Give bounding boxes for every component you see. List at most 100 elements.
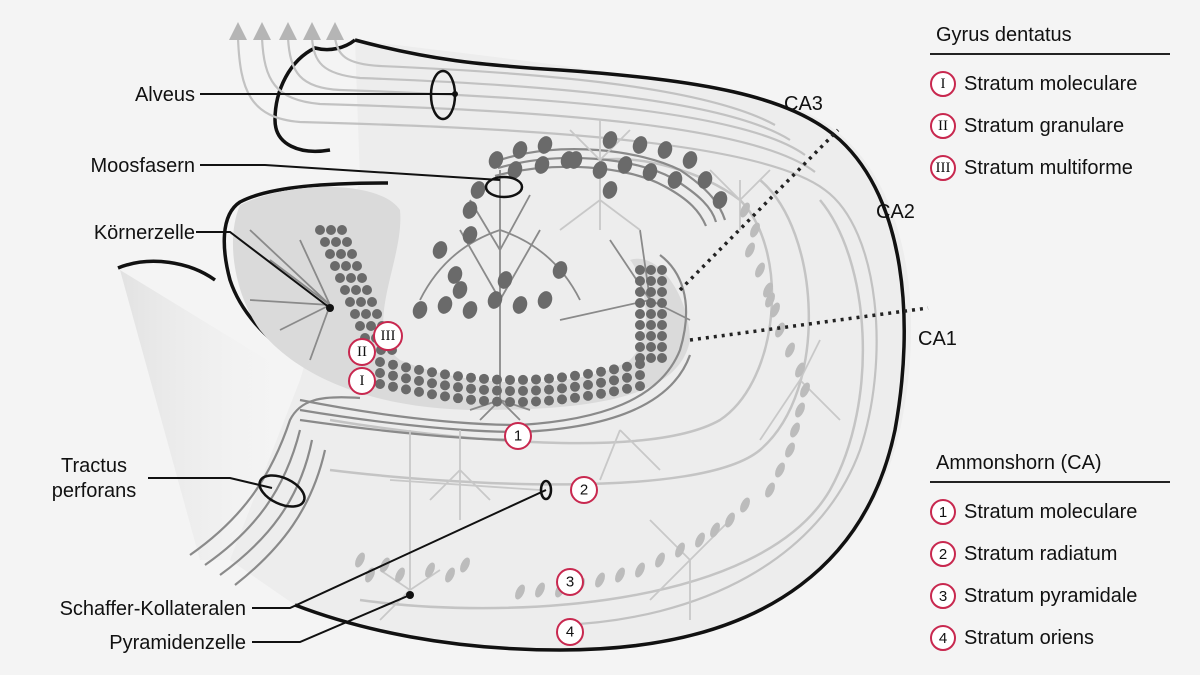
pyramidal-cell bbox=[512, 141, 528, 159]
granule-cell bbox=[336, 249, 346, 259]
granule-cell bbox=[367, 297, 377, 307]
granule-cell bbox=[635, 309, 645, 319]
legend-item-stratum-moleculare-ca: 1 Stratum moleculare bbox=[930, 491, 1170, 533]
granule-cell bbox=[635, 342, 645, 352]
granule-cell bbox=[531, 396, 541, 407]
granule-cell bbox=[596, 388, 606, 399]
granule-cell bbox=[635, 353, 645, 363]
pyramidal-cell bbox=[512, 296, 528, 314]
marker-I: I bbox=[348, 367, 376, 395]
granule-cell bbox=[505, 385, 515, 396]
pyramidal-cell bbox=[800, 382, 810, 398]
pyramidal-cell bbox=[745, 242, 755, 258]
granule-cell bbox=[340, 285, 350, 295]
legend-text: Stratum oriens bbox=[964, 626, 1095, 649]
granule-cell bbox=[352, 261, 362, 271]
legend-item-stratum-pyramidale: 3 Stratum pyramidale bbox=[930, 575, 1170, 617]
pyramidal-cell bbox=[642, 163, 658, 181]
marker-3: 3 bbox=[556, 568, 584, 596]
pyramidal-cell-layer bbox=[412, 131, 728, 319]
marker-4: 4 bbox=[556, 618, 584, 646]
pyramidal-cell bbox=[462, 301, 478, 319]
granule-cell bbox=[337, 225, 347, 235]
pyramidal-cell bbox=[535, 582, 545, 598]
granule-cell bbox=[351, 285, 361, 295]
granule-cell bbox=[466, 372, 476, 383]
leader-lines bbox=[148, 93, 547, 643]
granule-cell bbox=[518, 374, 528, 385]
granule-cell bbox=[505, 374, 515, 385]
label-schaffer: Schaffer-Kollateralen bbox=[60, 598, 246, 620]
pyramidal-cell bbox=[657, 141, 673, 159]
label-ca3: CA3 bbox=[784, 93, 823, 115]
pyramidal-cell bbox=[750, 222, 760, 238]
marker-II: II bbox=[348, 338, 376, 366]
pyramidal-cell bbox=[537, 291, 553, 309]
granule-cell bbox=[414, 375, 424, 386]
pyramidal-cell bbox=[712, 191, 728, 209]
legend-item-stratum-multiforme: III Stratum multiforme bbox=[930, 147, 1170, 189]
granule-cell bbox=[646, 342, 656, 352]
pyramidal-cell bbox=[437, 296, 453, 314]
svg-text:1: 1 bbox=[514, 428, 522, 445]
granule-cell bbox=[570, 392, 580, 403]
granule-cell bbox=[325, 249, 335, 259]
legend-marker-4: 4 bbox=[930, 625, 956, 651]
granule-cell bbox=[570, 370, 580, 381]
granule-cell bbox=[492, 385, 502, 396]
svg-text:2: 2 bbox=[580, 482, 588, 499]
legend-marker-3: 3 bbox=[930, 583, 956, 609]
legend-ammonshorn-title: Ammonshorn (CA) bbox=[930, 452, 1170, 483]
legend-ammonshorn: Ammonshorn (CA) 1 Stratum moleculare 2 S… bbox=[930, 452, 1170, 659]
ca1-pyramidal-cells bbox=[355, 202, 810, 600]
granule-cell bbox=[347, 249, 357, 259]
pyramidal-cell bbox=[765, 482, 775, 498]
svg-text:III: III bbox=[381, 328, 396, 344]
granule-cell bbox=[453, 393, 463, 404]
pyramidal-cell bbox=[790, 422, 800, 438]
pyramidal-cell bbox=[740, 497, 750, 513]
granule-cell bbox=[375, 379, 385, 389]
label-alveus: Alveus bbox=[135, 84, 195, 106]
granule-cell bbox=[657, 276, 667, 286]
granule-cell bbox=[440, 391, 450, 402]
granule-cell bbox=[345, 297, 355, 307]
pyramidal-cell bbox=[432, 241, 448, 259]
granule-cell bbox=[401, 373, 411, 384]
alveus-arrowheads bbox=[229, 22, 344, 40]
label-tractus-line2: perforans bbox=[52, 480, 137, 502]
granule-cell bbox=[366, 321, 376, 331]
legend-item-stratum-moleculare-dg: I Stratum moleculare bbox=[930, 63, 1170, 105]
granule-cell bbox=[609, 375, 619, 386]
legend-item-stratum-granulare: II Stratum granulare bbox=[930, 105, 1170, 147]
granule-cell bbox=[583, 379, 593, 390]
pyramidal-cell bbox=[602, 181, 618, 199]
granule-cell bbox=[609, 364, 619, 375]
pyramidal-cell bbox=[497, 271, 513, 289]
pyramidal-cell bbox=[775, 462, 785, 478]
schaffer-marker-ellipse bbox=[539, 479, 553, 501]
legend-text: Stratum moleculare bbox=[964, 72, 1138, 95]
legend-marker-II: II bbox=[930, 113, 956, 139]
pyramidal-cell bbox=[515, 584, 525, 600]
granule-cell bbox=[375, 357, 385, 367]
legend-marker-2: 2 bbox=[930, 541, 956, 567]
granule-cell bbox=[570, 381, 580, 392]
pyramidal-cell bbox=[632, 136, 648, 154]
granule-cell bbox=[375, 368, 385, 378]
pyramidal-cell bbox=[488, 151, 504, 169]
pyramidal-cell bbox=[697, 171, 713, 189]
granule-cell bbox=[453, 371, 463, 382]
granule-cell bbox=[635, 381, 645, 392]
pyramidal-cell bbox=[770, 302, 780, 318]
granule-cell bbox=[635, 298, 645, 308]
pyramidal-cell bbox=[567, 151, 583, 169]
pyramidal-cell bbox=[655, 552, 665, 568]
granule-cell bbox=[479, 373, 489, 384]
label-ca2: CA2 bbox=[876, 201, 915, 223]
granule-cell bbox=[518, 396, 528, 407]
granule-cell bbox=[544, 384, 554, 395]
pyramidal-cell bbox=[755, 262, 765, 278]
pyramidal-cell bbox=[740, 202, 750, 218]
granule-cell bbox=[518, 385, 528, 396]
